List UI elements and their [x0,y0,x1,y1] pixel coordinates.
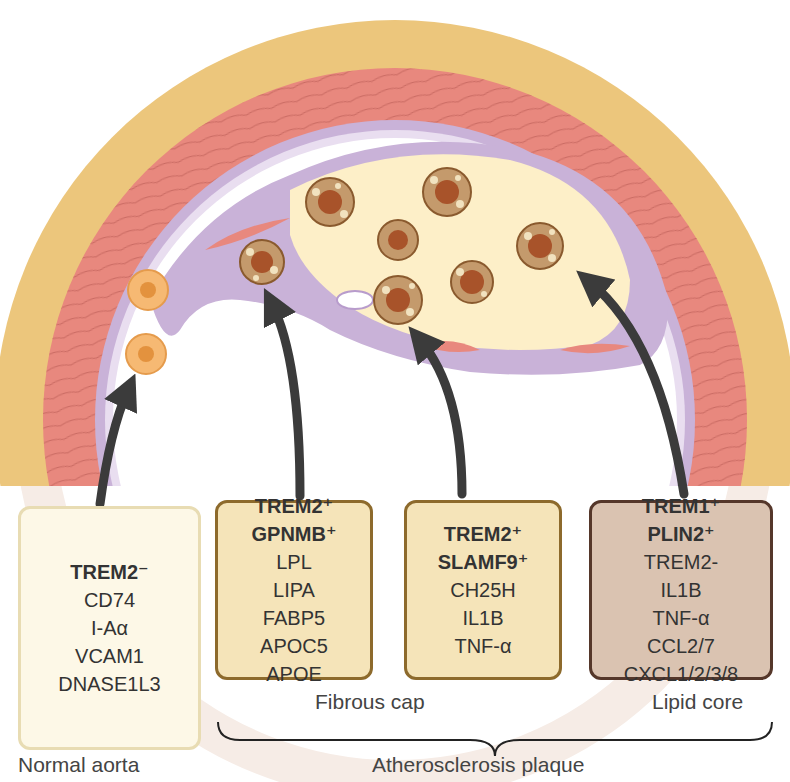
region-label: Normal aorta [18,753,139,777]
gene-name: CCL2/7 [647,632,715,660]
gene-name: TNF-α [454,632,511,660]
gene-name: APOE [266,660,322,688]
gene-name: IL1B [462,604,503,632]
marker-heading: TREM2⁻ [70,558,148,586]
region-label: Fibrous cap [315,690,425,714]
gene-name: I-Aα [91,614,128,642]
gene-name: TNF-α [652,604,709,632]
region-label: Atherosclerosis plaque [372,753,584,777]
gene-name: VCAM1 [75,642,144,670]
gene-name: APOC5 [260,632,328,660]
marker-box: TREM1⁺ PLIN2⁺TREM2-IL1BTNF-αCCL2/7CXCL1/… [589,500,773,680]
gene-name: TREM2- [644,548,718,576]
marker-box: TREM2⁺ SLAMF9⁺CH25HIL1BTNF-α [404,500,562,680]
marker-heading: TREM1⁺ PLIN2⁺ [626,492,736,548]
gene-name: IL1B [660,576,701,604]
gene-name: CD74 [84,586,135,614]
gene-name: CXCL1/2/3/8 [624,660,739,688]
gene-name: LIPA [273,576,315,604]
gene-name: CH25H [450,576,516,604]
marker-box: TREM2⁺ GPNMB⁺LPLLIPAFABP5APOC5APOE [215,500,373,680]
gene-name: DNASE1L3 [58,670,160,698]
gene-name: LPL [276,548,312,576]
marker-box: TREM2⁻CD74I-AαVCAM1DNASE1L3 [18,506,201,750]
marker-heading: TREM2⁺ GPNMB⁺ [239,492,349,548]
gene-name: FABP5 [263,604,325,632]
region-label: Lipid core [652,690,743,714]
marker-heading: TREM2⁺ SLAMF9⁺ [428,520,538,576]
